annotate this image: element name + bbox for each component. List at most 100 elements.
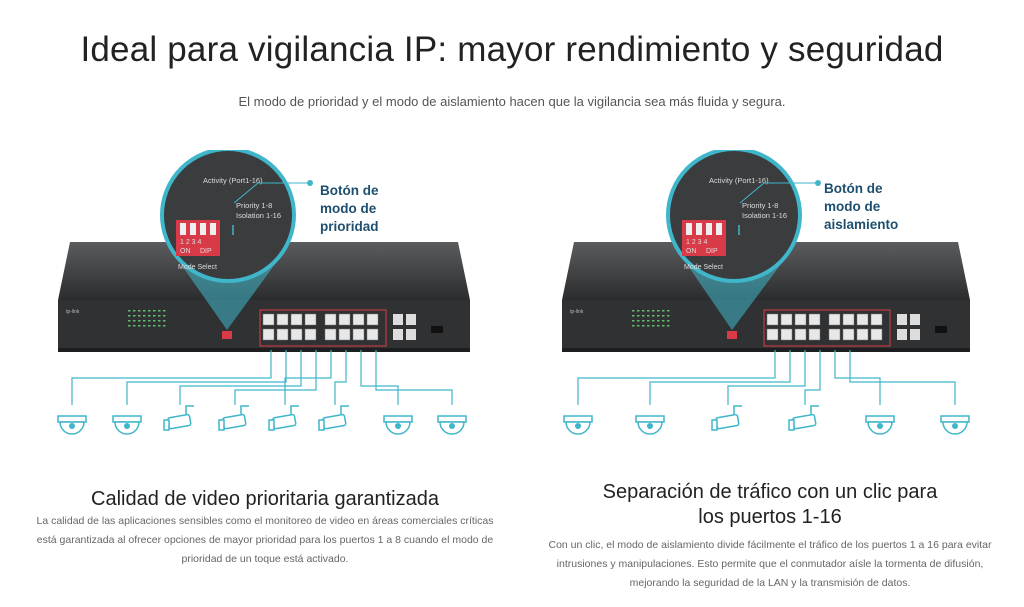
dip-switch [222, 331, 232, 339]
led [153, 320, 156, 322]
camera-body [222, 413, 247, 430]
activity-label: Activity (Port1-16) [203, 176, 263, 185]
rj45-port [304, 328, 317, 341]
rj45-port [780, 328, 793, 341]
ethernet-cable [849, 350, 956, 405]
port-highlight [259, 309, 387, 347]
dip-toggle [686, 223, 692, 235]
led [138, 325, 141, 327]
led [148, 315, 151, 317]
rj45-port [870, 328, 883, 341]
ethernet-cable [727, 350, 806, 405]
camera-lens [163, 419, 170, 431]
ethernet-cable [179, 350, 302, 405]
camera-base [865, 415, 895, 423]
led [657, 320, 660, 322]
led [133, 310, 136, 312]
callout-dot [815, 180, 821, 186]
led [657, 310, 660, 312]
camera-mount [240, 405, 249, 414]
led [143, 325, 146, 327]
rj45-port [338, 313, 351, 326]
uplink-port [406, 314, 416, 325]
switch-front [562, 300, 970, 352]
camera-lens [711, 419, 718, 431]
camera-lens [69, 423, 75, 429]
isolation-button-callout: Botón de modo de aislamiento [824, 180, 898, 234]
led [153, 315, 156, 317]
led [647, 320, 650, 322]
ethernet-cable [334, 350, 347, 405]
led [637, 325, 640, 327]
priority-label: Priority 1-8 [236, 201, 272, 210]
mode-select-label: Mode Select [178, 264, 217, 271]
camera-lens [877, 423, 883, 429]
rj45-port [766, 328, 779, 341]
ethernet-cable [804, 350, 821, 405]
camera-mount [733, 405, 742, 414]
priority-feature-heading: Calidad de video prioritaria garantizada [91, 488, 439, 510]
dip-on-label: ON [686, 248, 697, 255]
dip-dip-label: DIP [706, 248, 718, 255]
led [128, 325, 131, 327]
rj45-port [304, 313, 317, 326]
rj45-port [780, 313, 793, 326]
rj45-port [262, 313, 275, 326]
camera-body [167, 413, 192, 430]
led [642, 310, 645, 312]
dip-on-label: ON [180, 248, 191, 255]
led [657, 315, 660, 317]
dome-camera-icon [437, 415, 467, 435]
dome-camera-icon [635, 415, 665, 435]
led [667, 320, 670, 322]
ethernet-cable [234, 350, 317, 405]
isolation-label: Isolation 1-16 [742, 211, 787, 220]
ethernet-cable [71, 350, 272, 405]
dome-camera-icon [112, 415, 142, 435]
bullet-camera-icon [218, 405, 249, 431]
led [637, 310, 640, 312]
callout-line: prioridad [320, 219, 379, 234]
rj45-port [276, 328, 289, 341]
led [133, 325, 136, 327]
dome-camera-icon [940, 415, 970, 435]
isolation-feature-heading: Separación de tráfico con un clic para l… [602, 481, 938, 528]
camera-lens [575, 423, 581, 429]
led [133, 315, 136, 317]
camera-lens [218, 419, 225, 431]
dip-numbers: 1 2 3 4 [180, 239, 202, 246]
uplink-port [393, 314, 403, 325]
camera-base [635, 415, 665, 423]
led [148, 325, 151, 327]
rj45-port [352, 328, 365, 341]
led [657, 325, 660, 327]
page-subtitle: El modo de prioridad y el modo de aislam… [238, 94, 786, 109]
camera-body [715, 413, 740, 430]
switch-bottom-edge [562, 348, 970, 352]
rj45-port [324, 328, 337, 341]
rj45-port [290, 328, 303, 341]
led [153, 325, 156, 327]
dome-camera-icon [57, 415, 87, 435]
led [632, 320, 635, 322]
led [647, 310, 650, 312]
dip-numbers: 1 2 3 4 [686, 239, 708, 246]
switch-front [58, 300, 470, 352]
led [662, 325, 665, 327]
camera-base [940, 415, 970, 423]
callout-leader [233, 182, 310, 204]
brand-logo: tp-link [570, 309, 584, 315]
led [667, 310, 670, 312]
led [642, 315, 645, 317]
dome-camera-icon [563, 415, 593, 435]
led [143, 320, 146, 322]
led [652, 315, 655, 317]
led [163, 315, 166, 317]
led [133, 320, 136, 322]
led [163, 320, 166, 322]
rj45-port [842, 328, 855, 341]
rj45-port [766, 313, 779, 326]
ethernet-cable [360, 350, 399, 405]
dome-camera-icon [383, 415, 413, 435]
led [128, 320, 131, 322]
